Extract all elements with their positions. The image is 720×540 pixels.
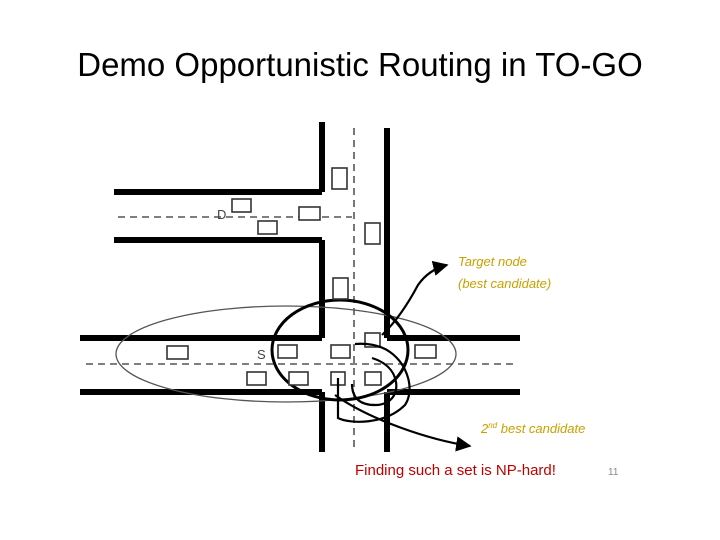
- vehicle-top-vertical-1: [331, 167, 348, 190]
- second-rest: best candidate: [497, 421, 585, 436]
- vehicle-top-road-2: [298, 206, 321, 221]
- lane-dividers: [86, 128, 516, 452]
- destination-label: D: [217, 207, 226, 222]
- source-label: S: [257, 347, 266, 362]
- vehicle-main-lower-2: [288, 371, 309, 386]
- transmission-range-ellipse: [115, 305, 457, 403]
- vehicle-vertical-left-1: [332, 277, 349, 300]
- routing-arrows: [334, 260, 472, 452]
- arrow-to-second-candidate: [334, 394, 472, 452]
- second-ordinal: 2: [480, 421, 489, 436]
- vehicles: [166, 167, 437, 386]
- slide-number: 11: [608, 467, 619, 478]
- vehicle-vertical-right-1: [364, 222, 381, 245]
- vehicle-main-right: [414, 344, 437, 359]
- vehicle-main-lower-1: [246, 371, 267, 386]
- best-candidate-label: (best candidate): [458, 276, 551, 291]
- slide-title: Demo Opportunistic Routing in TO-GO: [77, 46, 643, 83]
- candidate-set-circle: [270, 298, 410, 402]
- vehicle-main-center: [330, 344, 351, 359]
- arrow-candidate-path-2: [350, 356, 398, 407]
- target-node-label: Target node: [458, 254, 527, 269]
- vehicle-source: [277, 344, 298, 359]
- vehicle-destination: [231, 198, 252, 213]
- arrow-to-target-node: [381, 260, 449, 336]
- second-superscript: nd: [488, 421, 497, 430]
- np-hard-note: Finding such a set is NP-hard!: [355, 462, 556, 479]
- vehicle-top-road-3: [257, 220, 278, 235]
- vehicle-main-1: [166, 345, 189, 360]
- vehicle-main-lower-4: [364, 371, 382, 386]
- arrow-candidate-path-1: [336, 342, 411, 423]
- second-best-candidate-label: 2nd best candidate: [480, 421, 585, 436]
